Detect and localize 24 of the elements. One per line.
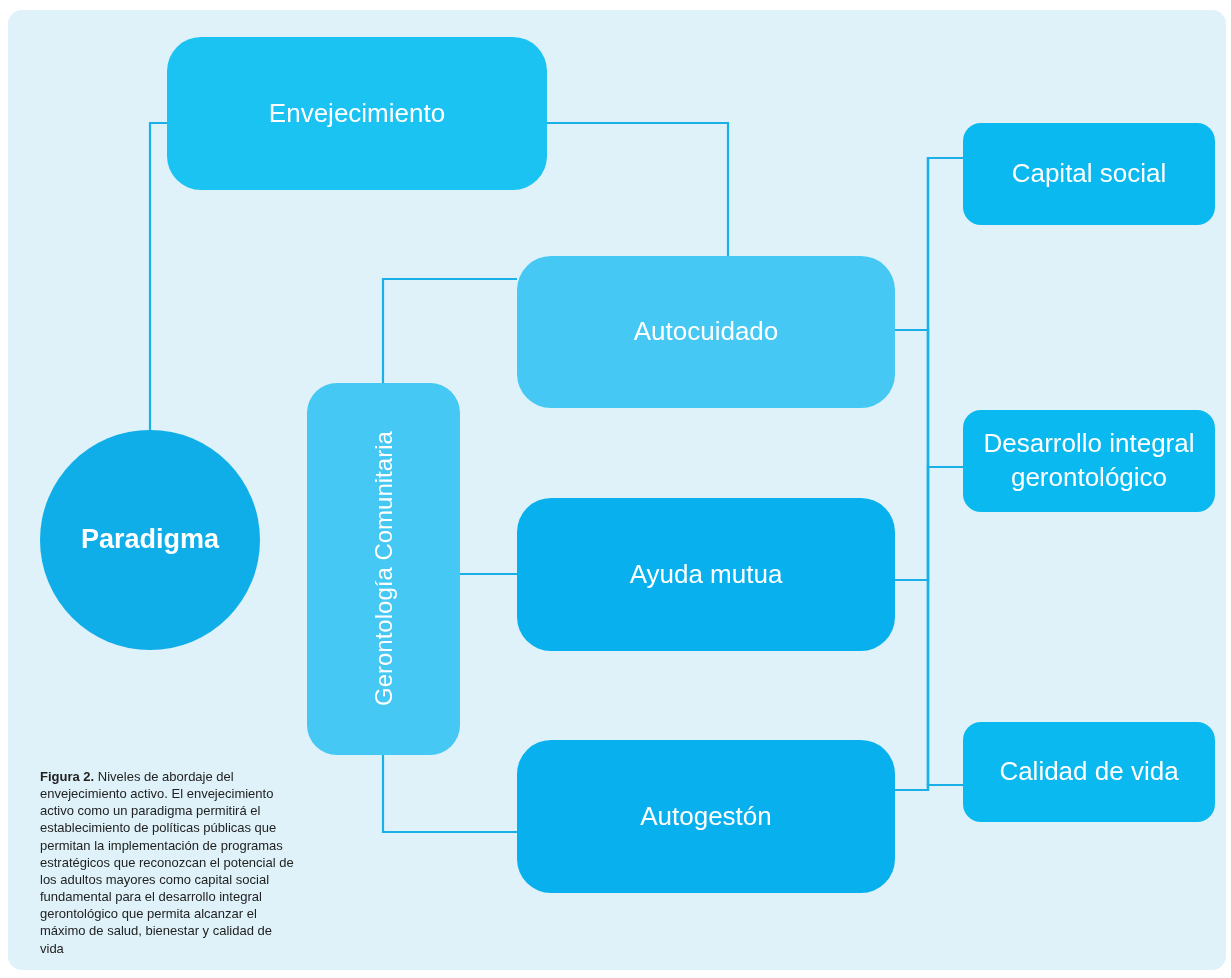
rounded-box <box>517 256 895 408</box>
node-label: Gerontología Comunitaria <box>368 431 398 707</box>
node-label: Autocuidado <box>633 315 779 349</box>
rounded-box <box>307 383 460 755</box>
node-label: Desarrollo integral gerontológico <box>982 427 1196 494</box>
rounded-box <box>517 740 895 893</box>
rounded-box <box>963 722 1215 822</box>
connector-line <box>148 121 167 430</box>
connector-line <box>895 783 963 792</box>
node-label: Capital social <box>1011 157 1167 191</box>
rounded-box <box>963 410 1215 512</box>
node-label: Envejecimiento <box>268 96 446 130</box>
rounded-box <box>167 37 547 190</box>
node-label: Paradigma <box>80 523 220 557</box>
rounded-box <box>517 498 895 651</box>
connector-line <box>381 755 517 834</box>
node-label: Autogestón <box>640 799 772 833</box>
connector-line <box>381 277 517 383</box>
connector-line <box>547 121 730 256</box>
figure-caption: Figura 2. Niveles de abordaje del envejecimiento activo. El envejecimiento activo como un paradigma permitirá el establecimiento de políticas públicas que permitan la implementación de programas estratégicos que reconozcan el potencial de los adultos mayores como capital social fundamental para el desarrollo integral gerontológico que permita alcanzar el máximo de salud, bienestar y calidad de vida <box>40 768 295 957</box>
rounded-box <box>963 123 1215 225</box>
node-label: Calidad de vida <box>999 755 1179 789</box>
connector-line <box>460 572 517 576</box>
node-label: Ayuda mutua <box>629 557 783 591</box>
